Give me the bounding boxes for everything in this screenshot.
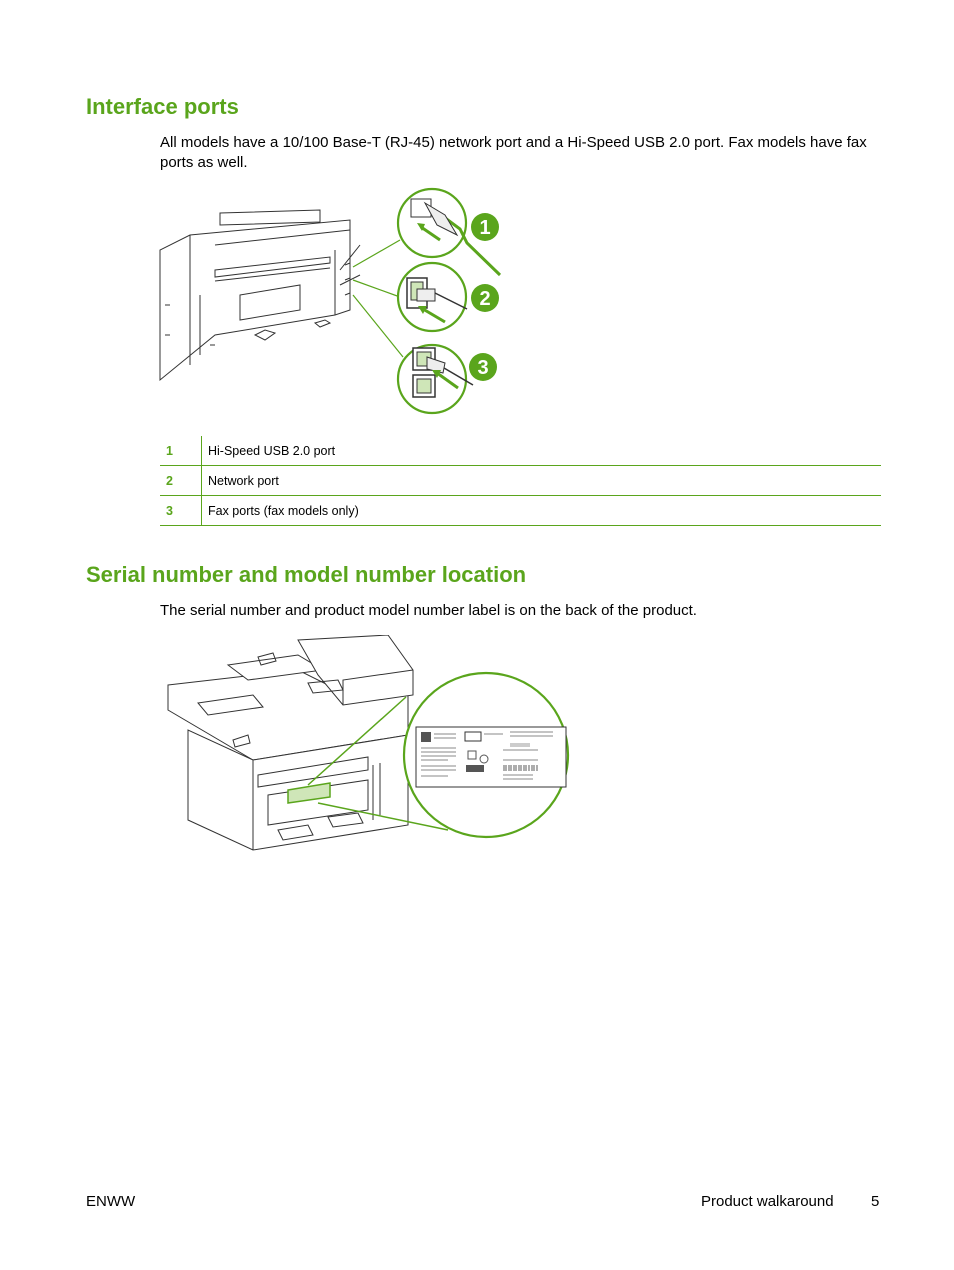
legend-label: Hi-Speed USB 2.0 port <box>208 443 336 458</box>
table-row: 3 Fax ports (fax models only) <box>160 495 881 526</box>
callout-2-number: 2 <box>479 288 490 310</box>
footer-left-label: ENWW <box>86 1193 136 1210</box>
interface-ports-legend-table: 1 Hi-Speed USB 2.0 port 2 Network port 3… <box>160 436 881 526</box>
legend-label: Fax ports (fax models only) <box>208 503 359 518</box>
legend-number: 1 <box>160 436 202 466</box>
table-row: 2 Network port <box>160 465 881 496</box>
callout-3: 3 <box>469 353 497 381</box>
legend-number: 3 <box>160 495 202 526</box>
serial-label-illustration <box>167 635 570 851</box>
serial-number-description: The serial number and product model numb… <box>160 602 697 619</box>
section-heading-interface-ports: Interface ports <box>86 94 239 119</box>
interface-ports-description: All models have a 10/100 Base-T (RJ-45) … <box>160 134 867 171</box>
table-row: 1 Hi-Speed USB 2.0 port <box>160 436 881 466</box>
callout-2: 2 <box>471 284 499 312</box>
callout-1-number: 1 <box>479 217 490 239</box>
footer-page-number: 5 <box>871 1193 880 1210</box>
interface-ports-illustration: 1 2 3 <box>159 187 502 415</box>
callout-3-number: 3 <box>477 357 488 379</box>
legend-label: Network port <box>208 473 279 488</box>
legend-number: 2 <box>160 465 202 496</box>
section-heading-serial-number: Serial number and model number location <box>86 562 527 587</box>
footer-section-title: Product walkaround <box>701 1193 834 1210</box>
callout-1: 1 <box>471 213 499 241</box>
